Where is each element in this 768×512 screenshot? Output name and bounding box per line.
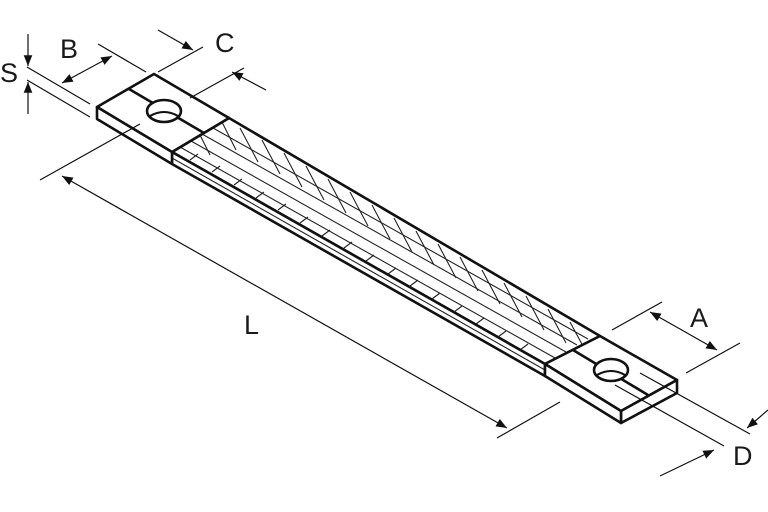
label-c: C bbox=[215, 28, 235, 58]
dimension-b: B bbox=[60, 34, 147, 84]
left-lug bbox=[95, 72, 231, 166]
dimension-c: C bbox=[157, 28, 267, 99]
label-b: B bbox=[60, 34, 78, 64]
braid-body bbox=[170, 116, 602, 378]
label-l: L bbox=[244, 310, 259, 340]
dimension-d: D bbox=[614, 372, 768, 477]
label-a: A bbox=[690, 303, 708, 333]
dimension-a: A bbox=[611, 301, 741, 374]
label-s: S bbox=[0, 58, 18, 88]
label-d: D bbox=[733, 441, 753, 471]
dimension-l: L bbox=[39, 123, 561, 439]
dimension-s: S bbox=[0, 34, 91, 118]
